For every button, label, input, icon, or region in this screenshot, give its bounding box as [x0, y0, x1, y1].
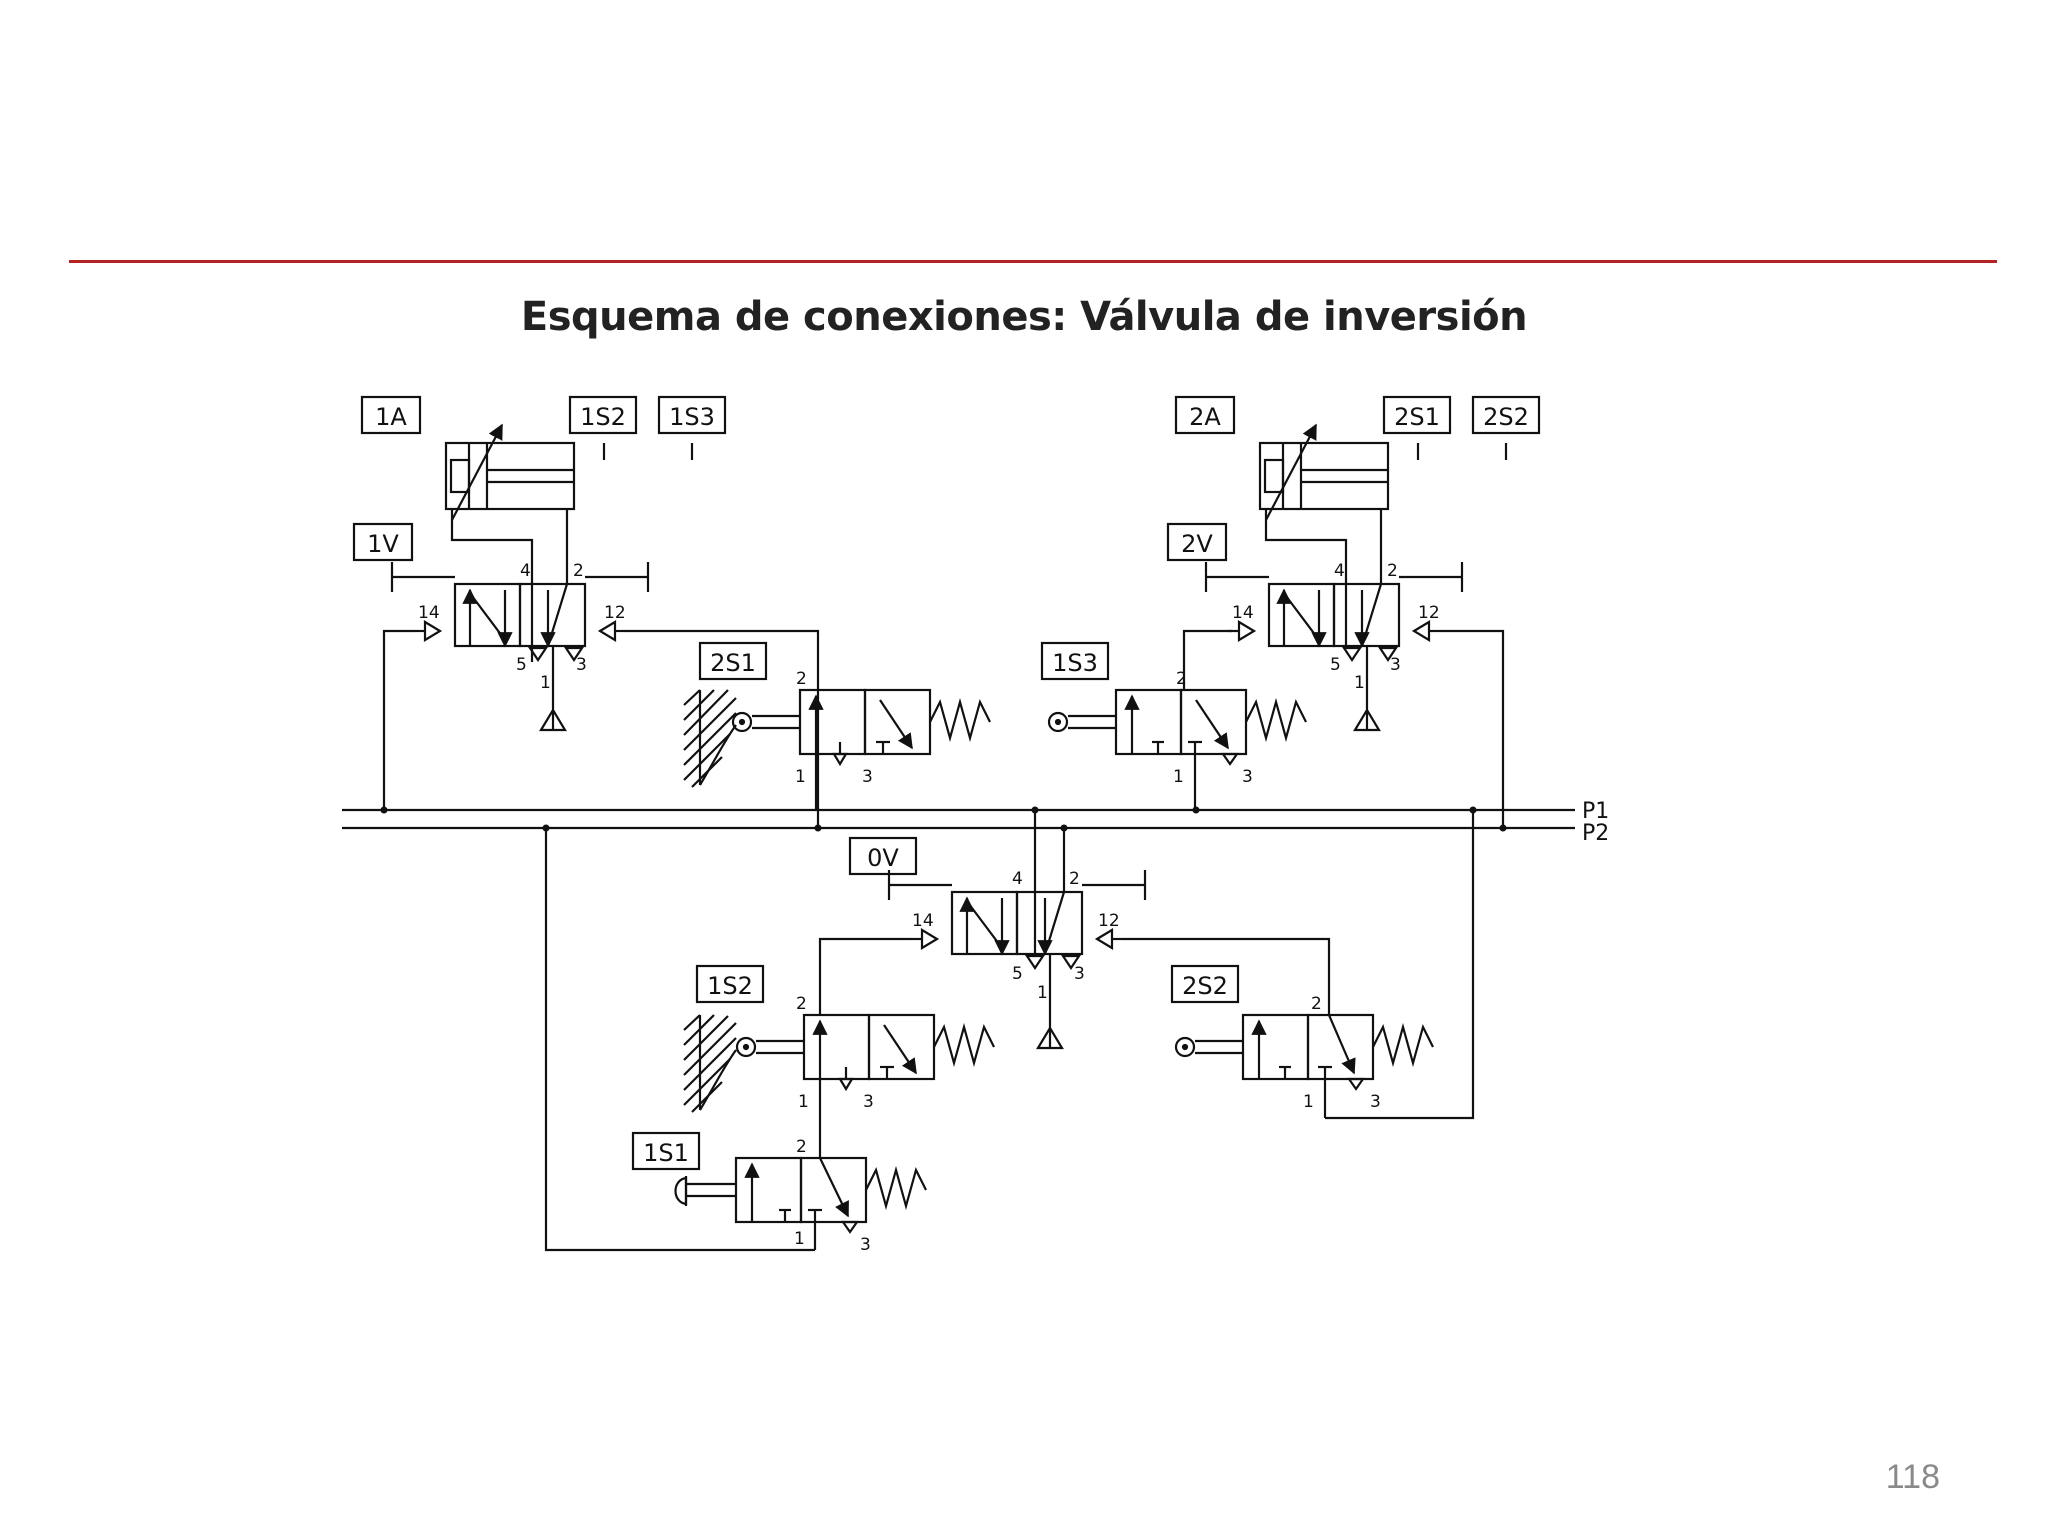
label-p2: P2 — [1582, 821, 1609, 846]
0v-port-3: 3 — [1074, 964, 1085, 984]
label-2s2: 2S2 — [1182, 972, 1228, 1000]
title-rule — [69, 260, 1997, 263]
valve-1s3: 1S3 2 1 3 — [1040, 629, 1307, 810]
label-1s3: 1S3 — [1052, 649, 1098, 677]
2s2-port-2: 2 — [1311, 994, 1322, 1014]
2v-port-2: 2 — [1387, 561, 1398, 581]
2v-port-14: 14 — [1232, 603, 1254, 623]
2v-port-5: 5 — [1330, 655, 1341, 675]
label-2s1-ref: 2S1 — [1394, 403, 1440, 431]
label-p1: P1 — [1582, 799, 1609, 824]
2v-port-1: 1 — [1354, 673, 1365, 693]
1v-port-12: 12 — [604, 603, 626, 623]
label-2v: 2V — [1181, 530, 1213, 558]
page-title: Esquema de conexiones: Válvula de invers… — [520, 294, 1528, 340]
2s2-port-1: 1 — [1303, 1092, 1314, 1112]
1s3-port-2: 2 — [1176, 669, 1187, 689]
cylinder-1a: 1A 1S2 1S3 — [360, 395, 727, 584]
1v-port-1: 1 — [540, 673, 551, 693]
1v-port-5: 5 — [516, 655, 527, 675]
1v-port-2: 2 — [573, 561, 584, 581]
1s2-port-1: 1 — [798, 1092, 809, 1112]
supply-lines: P1 P2 — [342, 799, 1609, 846]
1v-port-14: 14 — [418, 603, 440, 623]
2v-port-3: 3 — [1390, 655, 1401, 675]
2s1-cam-hatch — [683, 689, 737, 788]
label-1s1: 1S1 — [643, 1139, 689, 1167]
label-1v: 1V — [367, 530, 399, 558]
label-1s2-ref: 1S2 — [580, 403, 626, 431]
2s1-port-2: 2 — [796, 669, 807, 689]
2v-port-12: 12 — [1418, 603, 1440, 623]
1s1-port-1: 1 — [794, 1229, 805, 1249]
1s1-port-3: 3 — [860, 1235, 871, 1255]
2v-port-4: 4 — [1334, 561, 1345, 581]
label-2a: 2A — [1189, 403, 1221, 431]
0v-port-1: 1 — [1037, 983, 1048, 1003]
1s3-port-1: 1 — [1173, 767, 1184, 787]
label-0v: 0V — [867, 844, 899, 872]
valve-2s1: 2S1 2 1 3 — [683, 641, 991, 810]
1s2-cam-hatch — [683, 1014, 737, 1113]
0v-port-14: 14 — [912, 911, 934, 931]
valve-2v: 2V 4 2 14 12 5 1 3 — [1166, 522, 1505, 828]
1v-port-4: 4 — [520, 561, 531, 581]
valve-0v: 0V 4 2 14 12 5 1 3 — [818, 810, 1331, 1050]
valve-1s1: 1S1 2 1 3 — [544, 828, 927, 1255]
1s2-port-3: 3 — [863, 1092, 874, 1112]
0v-port-2: 2 — [1069, 869, 1080, 889]
label-1a: 1A — [375, 403, 407, 431]
2s1-port-3: 3 — [862, 767, 873, 787]
1s1-port-2: 2 — [796, 1137, 807, 1157]
1s2-port-2: 2 — [796, 994, 807, 1014]
0v-port-5: 5 — [1012, 964, 1023, 984]
valve-1v: 1V 4 2 14 12 5 1 3 — [352, 522, 820, 828]
2s1-port-1: 1 — [795, 767, 806, 787]
label-2s1: 2S1 — [710, 649, 756, 677]
valve-1s2: 1S2 2 1 3 — [683, 964, 995, 1158]
1s3-port-3: 3 — [1242, 767, 1253, 787]
valve-2s2: 2S2 2 1 3 — [1170, 810, 1475, 1120]
0v-port-4: 4 — [1012, 869, 1023, 889]
cylinder-2a: 2A 2S1 2S2 — [1174, 395, 1541, 584]
label-1s3-ref: 1S3 — [669, 403, 715, 431]
0v-port-12: 12 — [1098, 911, 1120, 931]
1v-port-3: 3 — [576, 655, 587, 675]
page-number: 118 — [1885, 1458, 1940, 1496]
label-1s2: 1S2 — [707, 972, 753, 1000]
label-2s2-ref: 2S2 — [1483, 403, 1529, 431]
2s2-port-3: 3 — [1370, 1092, 1381, 1112]
